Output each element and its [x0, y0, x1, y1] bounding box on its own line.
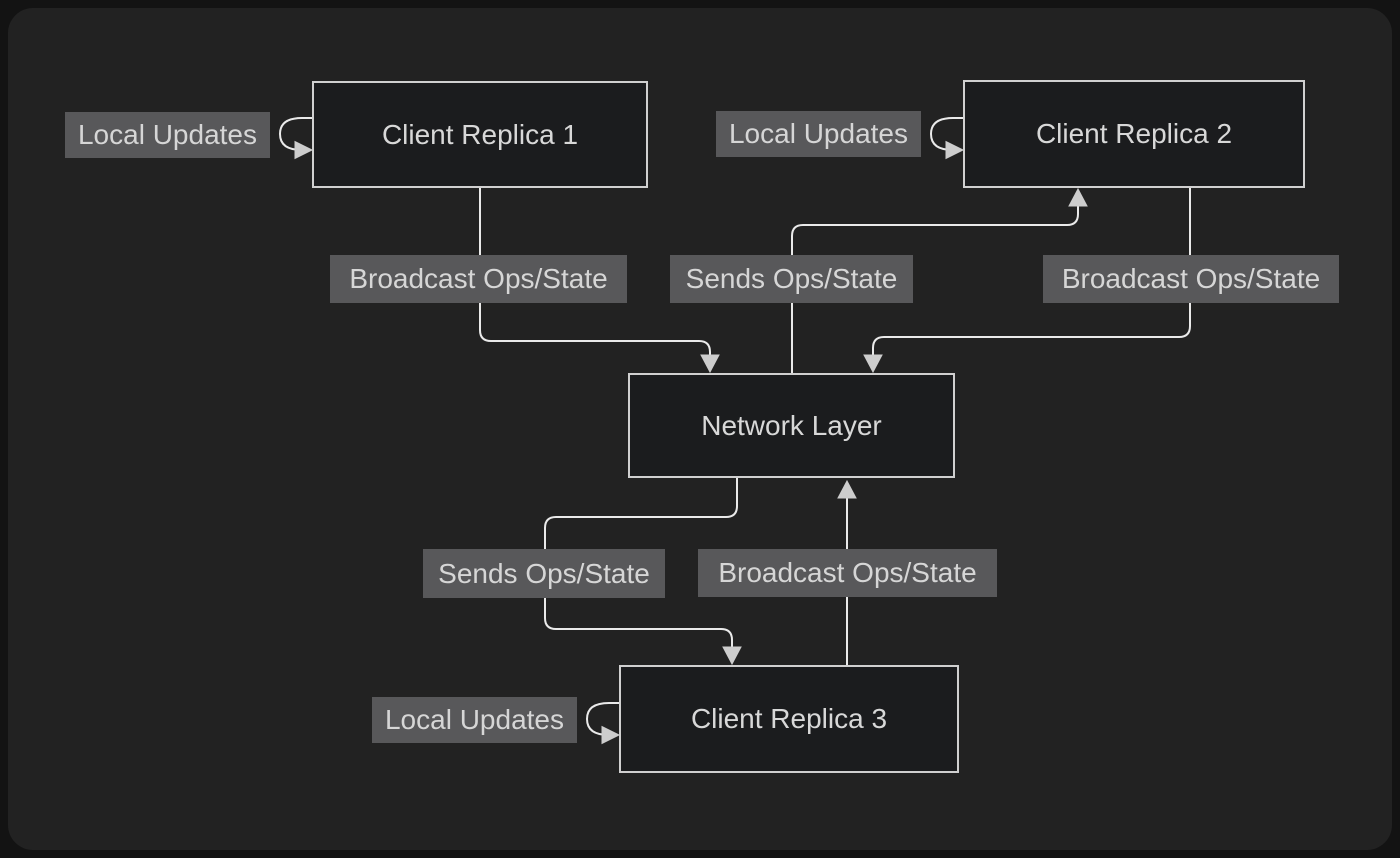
node-network-layer: Network Layer: [628, 373, 955, 478]
node-label: Client Replica 2: [1035, 118, 1233, 149]
arrowhead-icon: [945, 140, 965, 160]
arrowhead-icon: [700, 354, 720, 374]
arrowhead-icon: [863, 354, 883, 374]
edge-label-local-updates-3: Local Updates: [372, 697, 577, 743]
edge-client3-self-loop: [585, 702, 620, 736]
arrowhead-icon: [601, 725, 621, 745]
edge-label-sends-1: Sends Ops/State: [670, 255, 913, 303]
edge-label-broadcast-2: Broadcast Ops/State: [1043, 255, 1339, 303]
edge-label-sends-2: Sends Ops/State: [423, 549, 665, 598]
node-label: Client Replica 3: [690, 703, 888, 734]
edge-client1-self-loop: [278, 117, 313, 151]
edge-client2-self-loop: [929, 117, 964, 151]
edge-label-broadcast-1: Broadcast Ops/State: [330, 255, 627, 303]
node-label: Network Layer: [701, 409, 882, 441]
edge-label-broadcast-3: Broadcast Ops/State: [698, 549, 997, 597]
edge-client1-to-network: [479, 188, 711, 357]
edge-network-to-client2: [791, 205, 1079, 373]
arrowhead-icon: [294, 140, 314, 160]
node-label: Client Replica 1: [381, 118, 579, 150]
edge-label-local-updates-1: Local Updates: [65, 112, 270, 158]
edge-client2-to-network: [872, 188, 1191, 357]
arrowhead-icon: [722, 646, 742, 666]
node-client-replica-2: Client Replica 2: [963, 80, 1305, 188]
node-client-replica-3: Client Replica 3: [619, 665, 959, 773]
arrowhead-icon: [837, 479, 857, 499]
edge-label-local-updates-2: Local Updates: [716, 111, 921, 157]
node-client-replica-1: Client Replica 1: [312, 81, 648, 188]
arrowhead-icon: [1068, 187, 1088, 207]
